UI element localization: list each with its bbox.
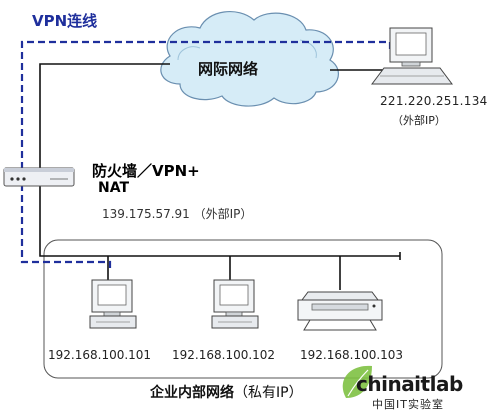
firewall-label: 防火墙／VPN+ (92, 162, 200, 180)
lan-ip-label: 192.168.100.102 (172, 348, 276, 362)
vpn-connection-label: VPN连线 (32, 12, 98, 30)
firewall-to-lan-line (39, 186, 108, 257)
lan-boundary (43, 239, 443, 379)
remote-ip-note: （外部IP） (392, 114, 446, 127)
lan-title: 企业内部网络（私有IP） (150, 382, 303, 402)
cloud-icon (160, 11, 339, 107)
lan-computer-icon (89, 279, 137, 329)
network-links (39, 63, 401, 290)
lan-ip-label: 192.168.100.101 (48, 348, 152, 362)
remote-computer-icon (371, 27, 453, 85)
printer-icon (297, 291, 383, 331)
watermark-brand-cn: 中国IT实验室 (372, 398, 444, 411)
lan-ip-label: 192.168.100.103 (300, 348, 404, 362)
firewall-label-nat: NAT (98, 180, 130, 196)
lan-title-main: 企业内部网络 (150, 385, 234, 401)
lan-computer-icon (211, 279, 259, 329)
watermark-brand: chinaitlab (356, 372, 463, 396)
lan-title-sub: （私有IP） (234, 385, 303, 401)
remote-ip-label: 221.220.251.134 (380, 94, 488, 108)
internet-label: 网际网络 (198, 60, 259, 78)
firewall-to-internet-line (39, 63, 170, 168)
firewall-device-icon (3, 167, 75, 187)
leaf-logo-icon (342, 365, 372, 398)
firewall-ip-label: 139.175.57.91 （外部IP） (102, 207, 253, 221)
